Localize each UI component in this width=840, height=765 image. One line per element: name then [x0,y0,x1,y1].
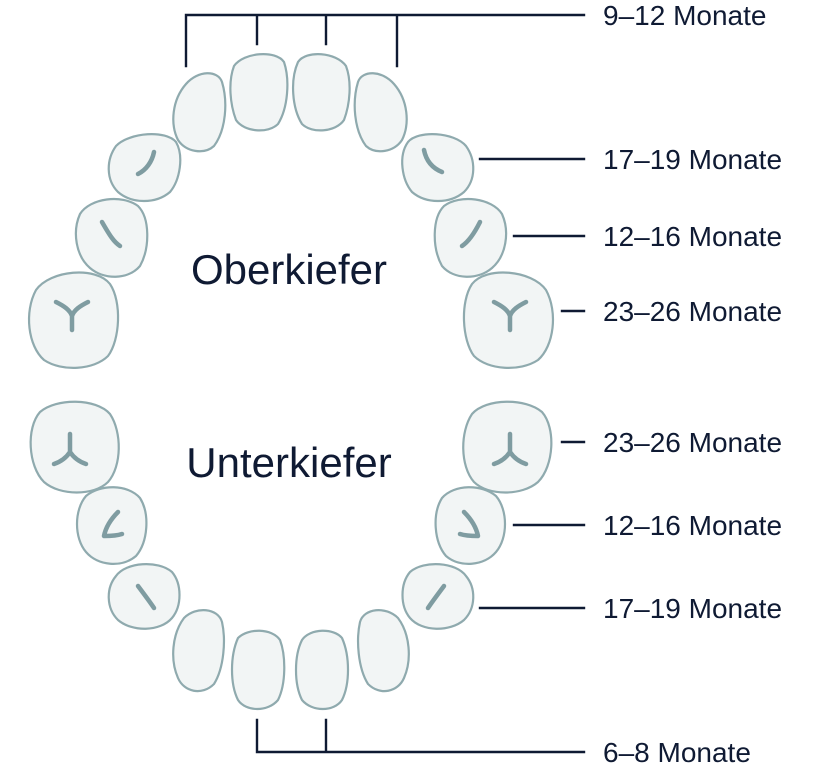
tooth-lower-lateral-incisor-left [172,609,226,693]
age-label: 23–26 Monate [603,296,782,327]
tooth-lower-central-incisor-left [230,629,286,711]
age-label: 12–16 Monate [603,221,782,252]
upper-first-molar-left-mark [135,149,157,177]
upper-second-molar-left-mark [53,299,91,333]
lower-second-molar-right-mark [491,431,529,467]
tooth-lower-second-molar-right [462,400,553,494]
tooth-upper-lateral-incisor-left [172,72,227,153]
leader-lines [184,13,586,754]
tooth-upper-central-incisor-right [291,53,351,132]
lower-first-molar-left-mark [135,583,157,611]
lower-canine-left-mark [101,509,125,539]
age-label: 17–19 Monate [603,144,782,175]
age-label: 9–12 Monate [603,0,766,31]
upper-jaw [28,53,554,369]
upper-jaw-label: Oberkiefer [191,246,387,293]
tooth-upper-lateral-incisor-right [353,72,408,153]
tooth-lower-central-incisor-right [294,629,350,711]
lower-jaw [29,400,553,711]
leader-upper-incisors [184,13,586,68]
lower-second-molar-left-mark [51,431,89,467]
upper-second-molar-right-mark [491,299,529,333]
age-label: 23–26 Monate [603,427,782,458]
age-labels: 9–12 Monate 17–19 Monate 12–16 Monate 23… [603,0,782,765]
upper-canine-left-mark [99,219,123,249]
age-label: 6–8 Monate [603,737,751,765]
tooth-lower-canine-right [434,486,506,565]
upper-canine-right-mark [459,219,483,249]
tooth-lower-canine-left [76,486,148,565]
lower-jaw-label: Unterkiefer [186,439,391,486]
tooth-lower-lateral-incisor-right [356,609,410,693]
upper-first-molar-right-mark [421,147,445,175]
age-label: 17–19 Monate [603,593,782,624]
lower-first-molar-right-mark [425,583,447,611]
tooth-lower-second-molar-left [29,400,120,494]
lower-canine-right-mark [457,509,481,539]
leader-lower-central-incisors [255,718,586,754]
tooth-upper-central-incisor-left [229,53,289,132]
age-label: 12–16 Monate [603,510,782,541]
